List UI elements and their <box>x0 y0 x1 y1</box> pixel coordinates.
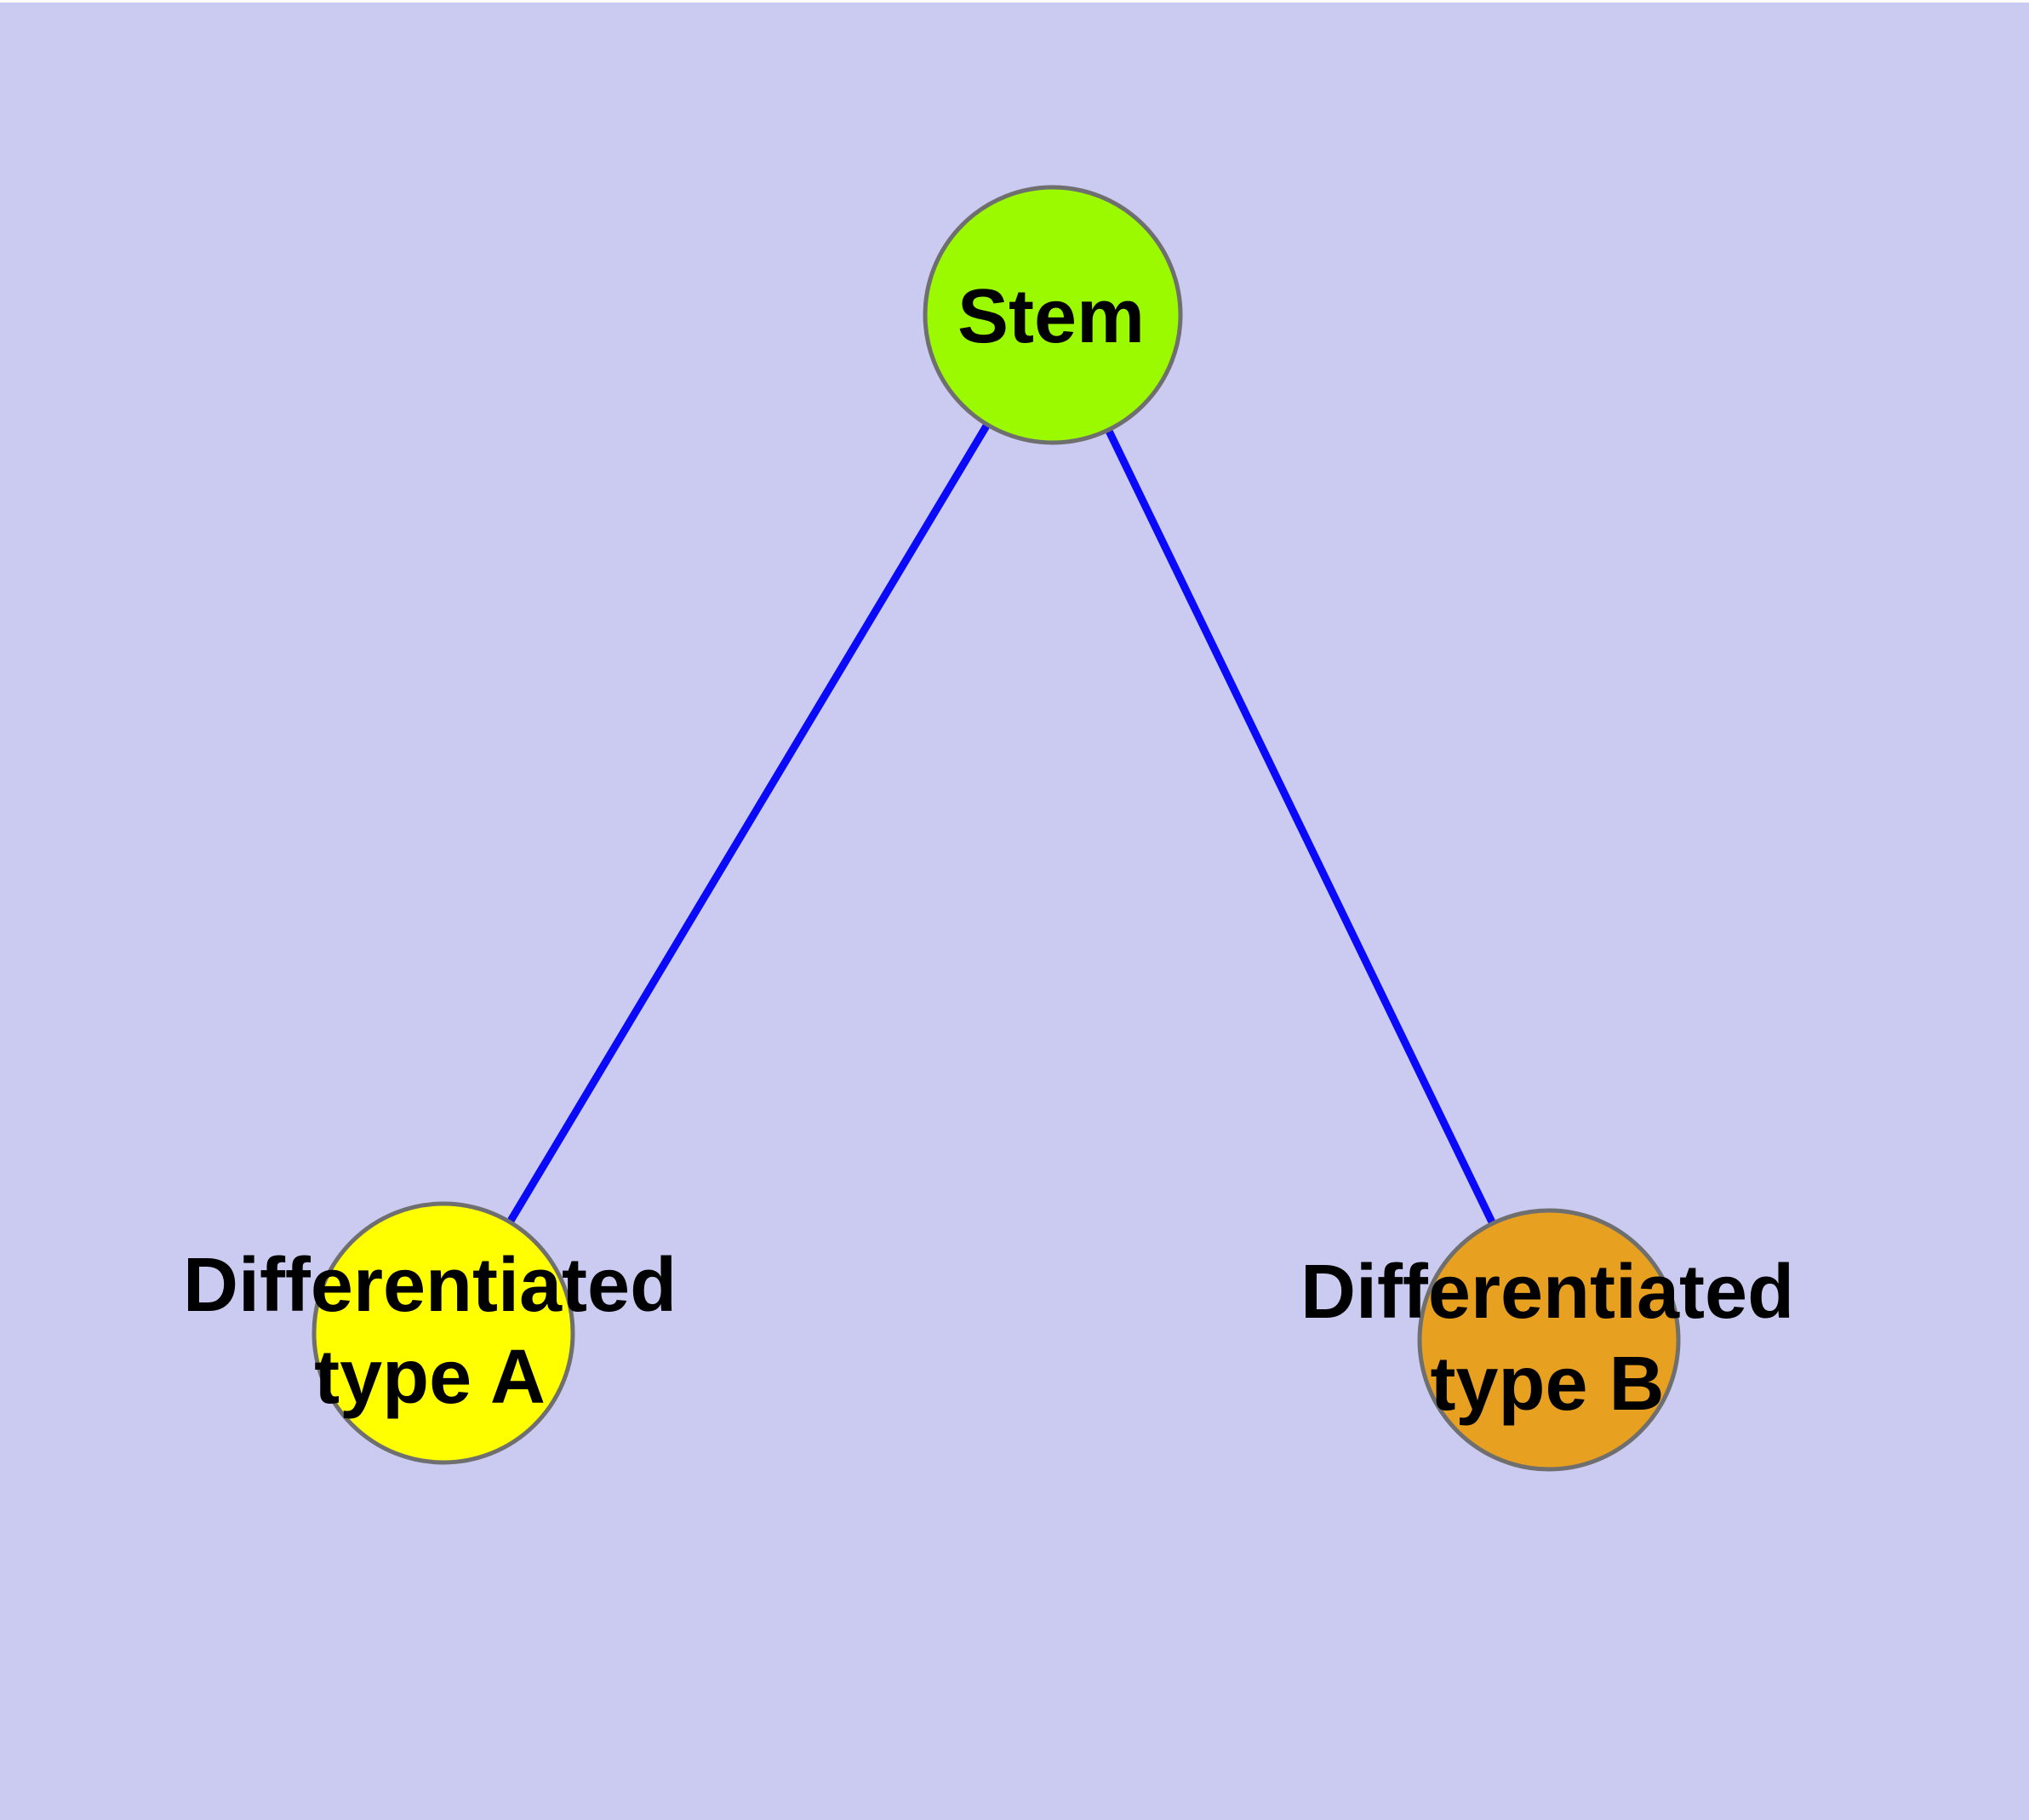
top-edge-strip <box>0 0 2029 3</box>
edge-stem-to-type-a <box>440 312 1056 1336</box>
node-type-b-circle <box>1417 1208 1681 1472</box>
node-stem-circle <box>923 185 1183 445</box>
node-label-stem: Stem <box>957 271 1145 363</box>
node-label-type-a: Differentiated type A <box>183 1239 677 1423</box>
node-label-type-a-line2: type A <box>314 1335 546 1420</box>
node-label-stem-text: Stem <box>957 274 1146 359</box>
node-label-type-b-line2: type B <box>1430 1342 1665 1427</box>
node-type-a-circle <box>311 1201 575 1465</box>
node-label-type-b-line1: Differentiated <box>1300 1250 1795 1335</box>
node-label-type-b: Differentiated type B <box>1300 1246 1794 1430</box>
edge-stem-to-type-b <box>1049 313 1553 1342</box>
node-label-type-a-line1: Differentiated <box>182 1243 677 1328</box>
